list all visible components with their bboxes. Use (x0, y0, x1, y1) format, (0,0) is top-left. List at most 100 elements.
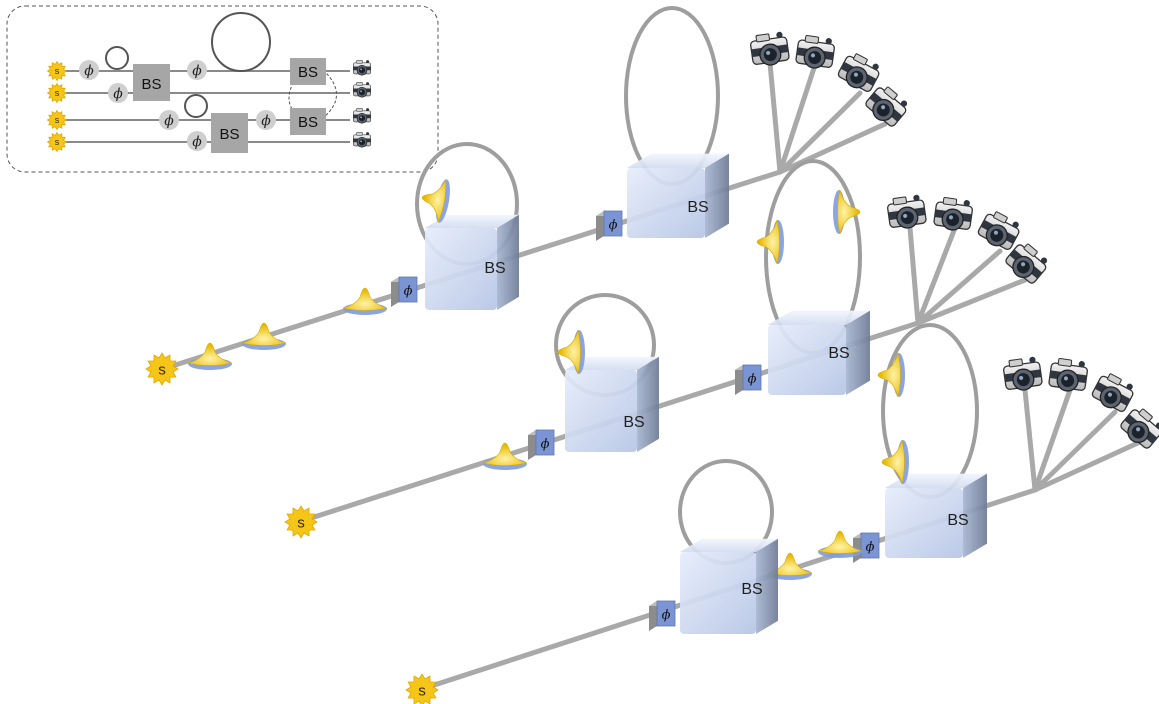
bs-label: BS (623, 414, 644, 431)
inset-phase-label: ϕ (84, 63, 94, 79)
beam-splitter-icon: BS (627, 153, 729, 238)
inset-phase-label: ϕ (261, 113, 271, 129)
phase-shifter-icon: ϕ (853, 532, 880, 563)
bs-label: BS (741, 581, 762, 598)
light-beam (915, 277, 1028, 326)
photon-pulse-icon (767, 552, 813, 580)
phase-label: ϕ (866, 540, 875, 555)
source-label: s (55, 137, 60, 147)
inset-delay-loop-icon (184, 94, 208, 118)
camera-icon (933, 196, 973, 231)
camera-icon (1048, 357, 1088, 392)
light-beam (907, 225, 921, 326)
inset-connector (322, 69, 337, 119)
beam-splitter-icon: BS (885, 473, 987, 558)
photon-pulse-icon (877, 352, 905, 398)
phase-label: ϕ (541, 437, 550, 452)
light-beam (1032, 439, 1143, 493)
sun-source-icon: s (145, 352, 179, 386)
beam-splitter-icon: BS (425, 214, 519, 310)
inset-bs-label: BS (141, 76, 161, 93)
photon-pulse-icon (241, 322, 287, 350)
photon-pulse-icon (421, 179, 450, 223)
inset-sun-source-icon: s (46, 131, 68, 153)
light-beam (777, 62, 818, 175)
camera-icon (1005, 243, 1048, 284)
photon-pulse-icon (342, 287, 388, 315)
inset-phase-shifter-icon: ϕ (187, 60, 207, 80)
phase-label: ϕ (404, 284, 413, 299)
sun-source-icon: s (405, 673, 439, 704)
inset-delay-loop-icon (211, 12, 271, 72)
light-beam (767, 60, 783, 175)
phase-shifter-icon: ϕ (649, 600, 676, 631)
bs-label: BS (484, 260, 505, 277)
inset-sun-source-icon: s (46, 60, 68, 82)
camera-icon (887, 194, 927, 229)
camera-icon (977, 211, 1020, 251)
sun-source-icon: s (284, 505, 318, 539)
inset-phase-shifter-icon: ϕ (187, 131, 207, 151)
beam-splitter-icon: BS (680, 538, 778, 634)
inset-camera-icon (353, 108, 371, 124)
camera-icon (1091, 373, 1134, 413)
inset-camera-icon (353, 82, 371, 98)
light-beam (915, 248, 1003, 326)
inset-phase-label: ϕ (164, 113, 174, 129)
phase-label: ϕ (609, 218, 618, 233)
inset-phase-shifter-icon: ϕ (256, 110, 276, 130)
source-label: s (55, 66, 60, 76)
photon-pulse-icon (756, 219, 784, 265)
inset-beam-splitter-icon: BS (133, 64, 170, 101)
photon-pulse-icon (881, 439, 909, 485)
phase-shifter-icon: ϕ (596, 210, 623, 241)
photon-pulse-icon (557, 329, 585, 375)
inset-phase-shifter-icon: ϕ (79, 60, 99, 80)
light-beam (777, 90, 863, 175)
photon-pulse-icon (187, 342, 233, 370)
phase-shifter-icon: ϕ (391, 276, 418, 307)
inset-phase-label: ϕ (113, 86, 123, 102)
inset-sun-source-icon: s (46, 109, 68, 131)
camera-icon (837, 53, 880, 93)
source-label: s (158, 361, 166, 378)
camera-icon (1120, 408, 1159, 449)
camera-icon (1003, 356, 1043, 391)
camera-icon (750, 31, 790, 66)
source-label: s (55, 115, 60, 125)
bs-label: BS (947, 512, 968, 529)
bs-label: BS (828, 345, 849, 362)
phase-shifter-icon: ϕ (735, 364, 762, 395)
light-beam (1022, 387, 1038, 493)
source-label: s (418, 682, 426, 699)
inset-beam-splitter-icon: BS (290, 108, 326, 135)
inset-phase-shifter-icon: ϕ (108, 83, 128, 103)
bs-label: BS (687, 199, 708, 216)
inset-camera-icon (353, 60, 371, 76)
inset-delay-loop-icon (105, 46, 129, 70)
inset-beam-splitter-icon: BS (290, 58, 326, 85)
phase-label: ϕ (748, 372, 757, 387)
phase-shifter-icon: ϕ (528, 429, 555, 460)
inset-sun-source-icon: s (46, 82, 68, 104)
light-beam (1032, 409, 1118, 493)
photon-pulse-icon (817, 530, 863, 558)
camera-icon (865, 86, 908, 127)
inset-phase-shifter-icon: ϕ (159, 110, 179, 130)
source-label: s (297, 514, 305, 531)
inset-camera-icon (353, 132, 371, 148)
photon-pulse-icon (482, 442, 528, 470)
inset-phase-label: ϕ (192, 63, 202, 79)
phase-label: ϕ (662, 608, 671, 623)
inset-phase-label: ϕ (192, 134, 202, 150)
inset-bs-label: BS (219, 126, 239, 143)
inset-bs-label: BS (298, 114, 318, 131)
photon-pulse-icon (833, 189, 861, 235)
light-beam (915, 225, 958, 326)
inset-bs-label: BS (298, 64, 318, 81)
camera-icon (795, 34, 835, 69)
